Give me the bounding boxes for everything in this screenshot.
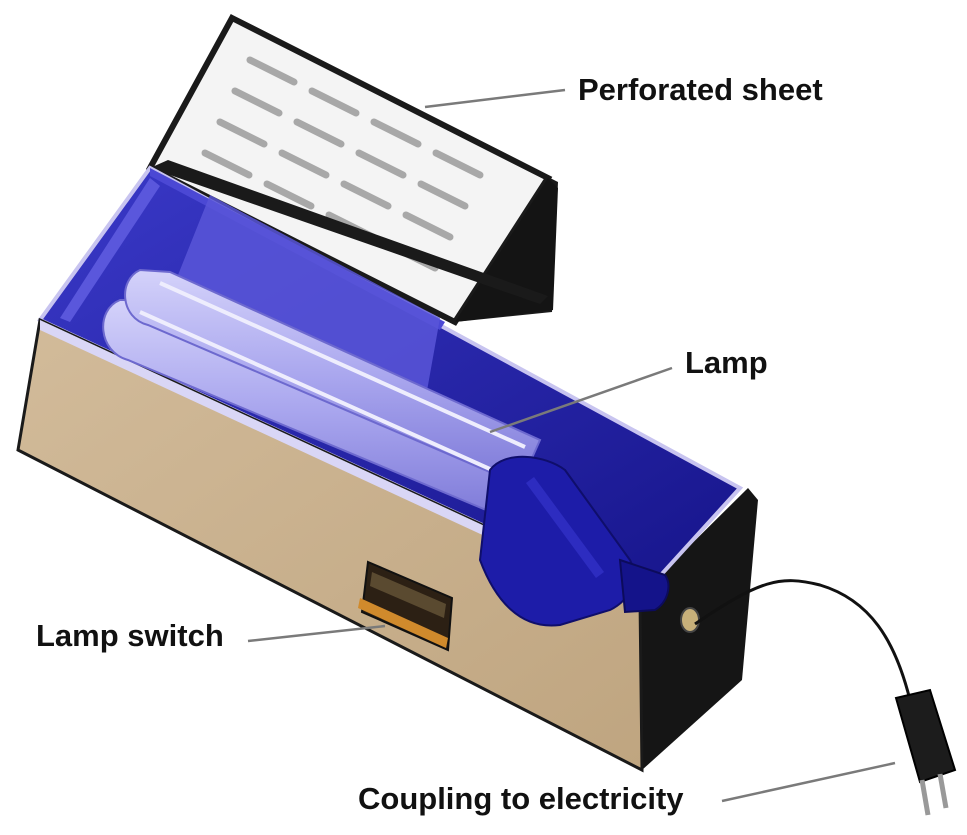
power-cable	[694, 579, 957, 816]
label-lamp: Lamp	[685, 345, 768, 380]
lamp	[102, 268, 670, 627]
perforation-slot	[263, 180, 315, 210]
callout-lines	[247, 88, 896, 803]
perforation-slot	[308, 87, 360, 117]
callout-line-lamp-switch	[247, 624, 386, 643]
socket-icon	[680, 607, 700, 633]
label-lamp-switch: Lamp switch	[36, 618, 224, 653]
perforation-slot	[355, 149, 407, 179]
callout-line-coupling	[721, 761, 896, 803]
perforation-slot	[216, 118, 268, 148]
callout-line-lamp	[489, 366, 673, 434]
lamp-switch	[358, 560, 454, 652]
perforation-slot	[370, 118, 422, 148]
perforation-slot	[231, 87, 283, 117]
perforation-slot	[278, 149, 330, 179]
callout-line-perforated-sheet	[424, 88, 566, 109]
perforation-slot	[402, 211, 454, 241]
perforation-slots	[201, 56, 484, 272]
perforation-slot	[417, 180, 469, 210]
perforation-slot	[432, 149, 484, 179]
perforation-slot	[293, 118, 345, 148]
label-coupling-to-electricity: Coupling to electricity	[358, 781, 684, 816]
perforation-slot	[201, 149, 253, 179]
perforation-slot	[340, 180, 392, 210]
label-perforated-sheet: Perforated sheet	[578, 72, 823, 107]
perforation-slot	[246, 56, 298, 86]
perforated-sheet-lid	[145, 14, 558, 326]
